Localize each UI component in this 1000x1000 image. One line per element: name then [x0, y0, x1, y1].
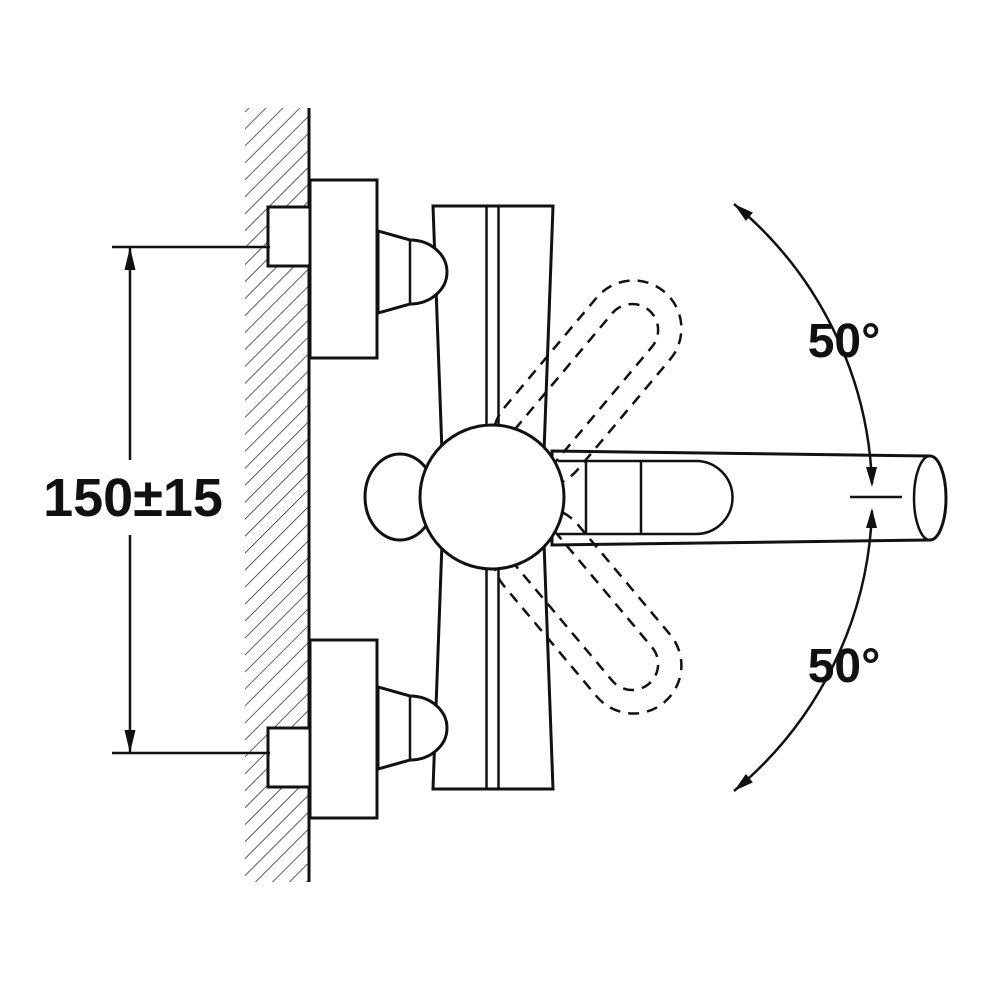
cartridge-circle	[418, 423, 566, 571]
spout-tip-ellipse	[912, 454, 931, 542]
arc-arrow-top-icon	[734, 204, 753, 221]
arc-arrow-bottom-icon	[734, 774, 753, 791]
rotation-arcs	[733, 203, 902, 792]
dimension-arrow-top-icon	[124, 247, 136, 270]
arc-arrow-lower-center-icon	[866, 508, 877, 528]
spout-outline	[550, 449, 948, 547]
top-wall-anchor	[266, 205, 312, 268]
top-hex-nut-outline	[376, 229, 449, 315]
arc-arrow-upper-center-icon	[866, 467, 877, 487]
top-hex-nut	[376, 229, 449, 315]
dimension-arrow-bottom-icon	[124, 730, 136, 753]
mounting-distance-label: 150±15	[43, 468, 223, 528]
bottom-wall-anchor	[266, 726, 312, 789]
rotation-arc-upper	[733, 203, 874, 485]
spout-handle	[550, 449, 948, 547]
bottom-escutcheon-plate	[308, 638, 379, 820]
lever-inner-outline	[558, 459, 734, 536]
top-escutcheon-plate	[308, 178, 379, 360]
rotation-arc-lower	[733, 510, 874, 792]
upper-angle-label: 50°	[808, 315, 881, 368]
mounting-distance-dimension: 150±15	[43, 245, 270, 755]
bottom-hex-nut	[376, 685, 449, 771]
bottom-hex-nut-outline	[376, 685, 449, 771]
lower-angle-label: 50°	[808, 640, 881, 693]
